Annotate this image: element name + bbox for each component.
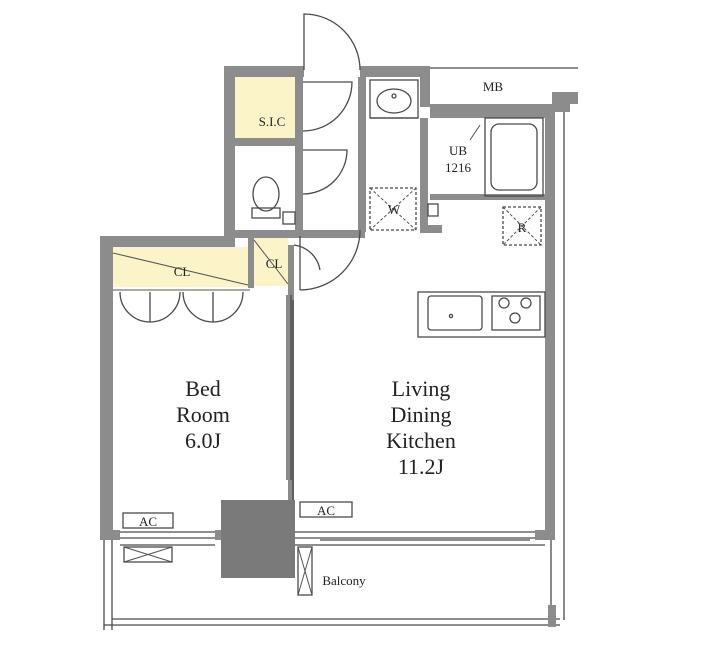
bedroom-label: Bed Room 6.0J xyxy=(176,376,230,453)
ac-bedroom-box xyxy=(122,512,174,529)
kitchen-counter xyxy=(417,291,546,338)
svg-text:Living: Living xyxy=(392,376,451,401)
small-closet-label: CL xyxy=(266,256,283,271)
closets xyxy=(112,77,295,291)
ub-label: UB xyxy=(449,143,467,158)
svg-text:6.0J: 6.0J xyxy=(185,428,222,453)
ldk-label: Living Dining Kitchen 11.2J xyxy=(386,376,456,479)
walls xyxy=(100,66,578,630)
washer-icon xyxy=(369,187,417,231)
fridge-label: R xyxy=(518,220,527,235)
ac-ldk-box xyxy=(299,501,353,518)
outdoor-units xyxy=(123,546,313,596)
fixtures: W UB 1216 R xyxy=(251,79,546,338)
svg-text:Bed: Bed xyxy=(185,376,220,401)
balcony-label: Balcony xyxy=(322,573,366,588)
washbasin-icon xyxy=(369,79,419,119)
toilet-icon xyxy=(251,176,296,225)
svg-text:Kitchen: Kitchen xyxy=(386,428,456,453)
ub-size-label: 1216 xyxy=(445,160,472,175)
stove-burners-icon xyxy=(498,297,532,324)
svg-text:11.2J: 11.2J xyxy=(398,454,445,479)
svg-text:Dining: Dining xyxy=(390,402,451,427)
doors xyxy=(119,13,530,541)
sic-label: S.I.C xyxy=(259,114,286,129)
mb-label: MB xyxy=(483,79,504,94)
ac-bedroom-label: AC xyxy=(139,514,157,529)
svg-text:Room: Room xyxy=(176,402,230,427)
washer-label: W xyxy=(388,202,401,217)
structural-column xyxy=(221,500,295,578)
ac-ldk-label: AC xyxy=(317,503,335,518)
bathtub-icon xyxy=(484,117,544,197)
fridge-icon xyxy=(502,206,542,246)
ac-units xyxy=(122,501,353,529)
bedroom-closet-label: CL xyxy=(174,264,191,279)
